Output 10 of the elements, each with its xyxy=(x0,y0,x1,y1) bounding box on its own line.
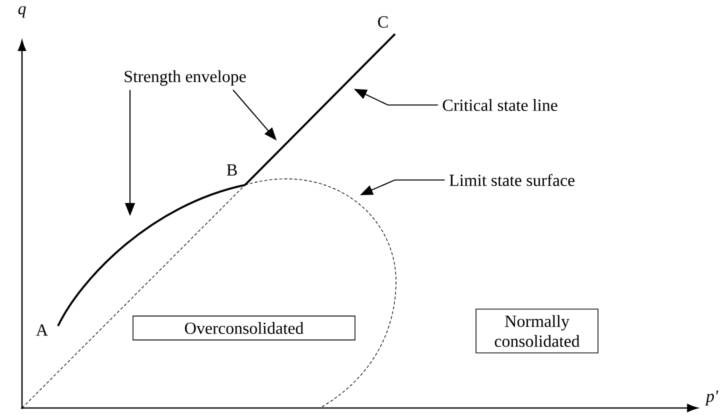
callout-text: Critical state line xyxy=(442,99,558,111)
label-box: Normally consolidated xyxy=(476,308,598,354)
point-label: A xyxy=(36,324,48,336)
label-box: Overconsolidated xyxy=(132,316,356,340)
callout-text: Limit state surface xyxy=(449,174,574,186)
point-label: B xyxy=(226,164,237,176)
callout-text: Strength envelope xyxy=(124,70,246,86)
critical-state-line xyxy=(244,33,396,186)
axis-label: q xyxy=(18,6,26,18)
axis-label: p' xyxy=(704,390,718,406)
